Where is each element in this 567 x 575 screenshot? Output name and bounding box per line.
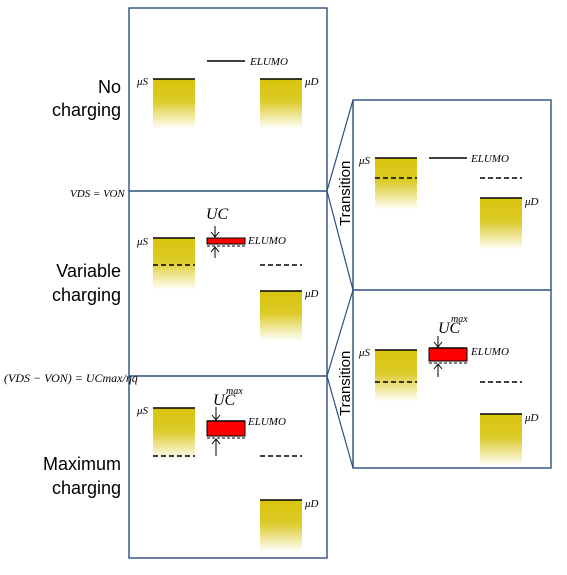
source-contact (153, 408, 195, 460)
charged-lumo-level (428, 347, 468, 362)
maximum-charging-label-line2: charging (52, 478, 121, 498)
e-lumo-label: ELUMO (470, 346, 509, 358)
drain-contact (260, 500, 302, 552)
mu-d-label: μD (524, 412, 539, 424)
variable-charging-label-line2: charging (52, 285, 121, 305)
no-charging-label-line2: charging (52, 100, 121, 120)
mu-d-label: μD (304, 288, 319, 300)
mu-d-label: μD (304, 498, 319, 510)
uc-label: UC (206, 206, 229, 223)
uc-sup-label: max (226, 386, 243, 397)
variable-charging-label-line1: Variable (56, 261, 121, 281)
mu-d-label: μD (304, 76, 319, 88)
drain-contact (480, 414, 522, 466)
mu-s-label: μS (136, 405, 149, 417)
transition-label: Transition (337, 161, 354, 226)
panel-no-charging: μS μD ELUMO (136, 56, 319, 129)
condition-umax: (VDS − VON) = UCmax/ηq (4, 371, 138, 385)
panel-transition-bottom: Transition UC max μS μD ELUMO (337, 314, 539, 466)
e-lumo-label: ELUMO (249, 56, 288, 68)
uc-sup-label: max (451, 314, 468, 325)
panel-variable-charging: UC μS μD ELUMO (136, 206, 319, 341)
mu-d-label: μD (524, 196, 539, 208)
source-contact (375, 350, 417, 402)
drain-contact (260, 79, 302, 129)
source-contact (375, 158, 417, 210)
mu-s-label: μS (358, 155, 371, 167)
drain-contact (260, 291, 302, 341)
drain-contact (480, 198, 522, 250)
e-lumo-label: ELUMO (247, 235, 286, 247)
charged-lumo-level (206, 420, 246, 437)
panel-maximum-charging: UC max μS μD ELUMO (136, 386, 319, 552)
condition-von: VDS = VON (70, 188, 125, 200)
mu-s-label: μS (136, 76, 149, 88)
left-panel-frame (128, 7, 328, 559)
source-contact (153, 79, 195, 129)
panel-transition-top: Transition μS μD ELUMO (337, 153, 539, 250)
e-lumo-label: ELUMO (247, 416, 286, 428)
right-panel-frame (352, 99, 552, 469)
no-charging-label-line1: No (98, 77, 121, 97)
uc-label: UC (438, 320, 461, 337)
maximum-charging-label-line1: Maximum (43, 454, 121, 474)
connector-lines (326, 99, 354, 469)
mu-s-label: μS (136, 236, 149, 248)
source-contact (153, 238, 195, 290)
mu-s-label: μS (358, 347, 371, 359)
e-lumo-label: ELUMO (470, 153, 509, 165)
charged-lumo-level (206, 237, 246, 245)
transition-label: Transition (337, 351, 354, 416)
uc-label: UC (213, 392, 236, 409)
